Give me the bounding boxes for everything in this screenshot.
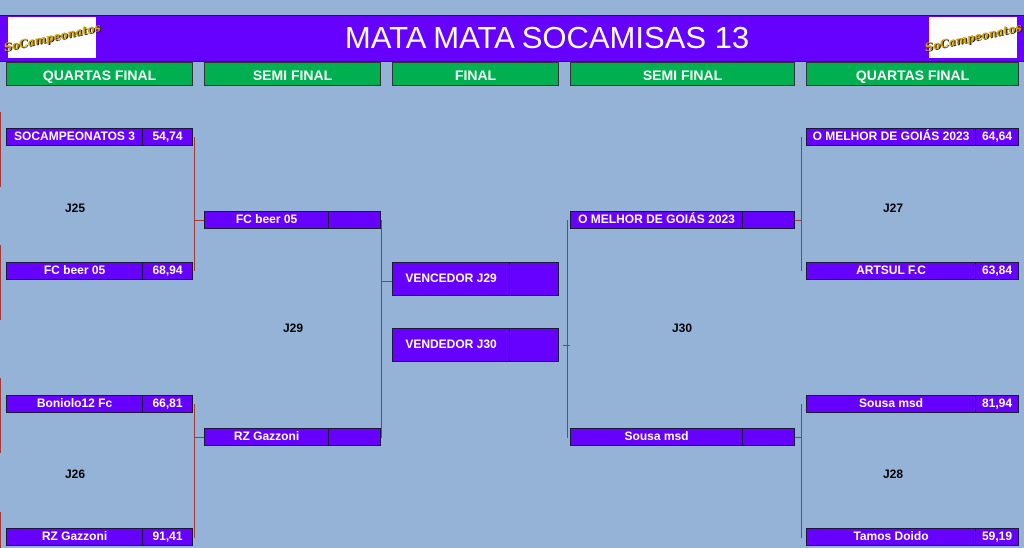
match-slot: O MELHOR DE GOIÁS 2023 <box>570 211 795 229</box>
connector <box>795 437 801 438</box>
game-label-j26: J26 <box>65 467 86 481</box>
connector <box>194 437 204 438</box>
match-slot: Boniolo12 Fc 66,81 <box>6 395 193 413</box>
team-score: 68,94 <box>142 263 192 279</box>
connector <box>0 112 1 187</box>
game-label-j30: J30 <box>672 321 693 335</box>
team-score: 66,81 <box>142 396 192 412</box>
team-name: Sousa msd <box>858 396 924 410</box>
connector <box>567 220 568 438</box>
title-banner <box>0 15 1024 62</box>
game-label-j28: J28 <box>883 467 904 481</box>
match-slot: Sousa msd <box>570 428 795 446</box>
team-name: O MELHOR DE GOIÁS 2023 <box>812 129 970 143</box>
page-title: MATA MATA SOCAMISAS 13 <box>344 20 750 55</box>
team-name: RZ Gazzoni <box>41 529 108 543</box>
team-score: 64,64 <box>975 129 1018 145</box>
match-slot: RZ Gazzoni 91,41 <box>6 528 193 546</box>
team-name: RZ Gazzoni <box>233 429 300 443</box>
team-score: 59,19 <box>975 529 1018 545</box>
team-name: ARTSUL F.C <box>856 263 926 277</box>
team-score <box>328 429 380 445</box>
match-slot: SOCAMPEONATOS 3 54,74 <box>6 128 193 146</box>
match-slot: FC beer 05 <box>204 211 381 229</box>
final-slot: VENCEDOR J29 <box>392 262 559 296</box>
game-label-j27: J27 <box>883 201 904 215</box>
game-label-j25: J25 <box>65 201 86 215</box>
team-name: Boniolo12 Fc <box>36 396 113 410</box>
stage-final: FINAL <box>392 62 559 86</box>
connector <box>0 245 1 320</box>
connector <box>795 220 801 221</box>
stage-quarters-left: QUARTAS FINAL <box>6 62 193 86</box>
team-score: 81,94 <box>975 396 1018 412</box>
team-name: Tamos Doido <box>853 529 929 543</box>
team-score: 63,84 <box>975 263 1018 279</box>
logo-right: SoCampeonatos <box>923 17 1023 58</box>
team-score: 54,74 <box>142 129 192 145</box>
connector <box>801 404 802 538</box>
connector <box>0 378 1 453</box>
match-slot: RZ Gazzoni <box>204 428 381 446</box>
team-score <box>742 429 794 445</box>
team-score: 91,41 <box>142 529 192 545</box>
connector <box>381 281 392 282</box>
stage-quarters-right: QUARTAS FINAL <box>806 62 1019 86</box>
connector <box>194 220 204 221</box>
match-slot: FC beer 05 68,94 <box>6 262 193 280</box>
connector <box>381 220 382 438</box>
team-name: SOCAMPEONATOS 3 <box>14 129 135 143</box>
team-score <box>742 212 794 228</box>
connector <box>0 512 1 548</box>
team-name: VENCEDOR J29 <box>405 271 497 285</box>
game-label-j29: J29 <box>283 321 304 335</box>
stage-semi-left: SEMI FINAL <box>204 62 381 86</box>
match-slot: Tamos Doido 59,19 <box>806 528 1019 546</box>
match-slot: ARTSUL F.C 63,84 <box>806 262 1019 280</box>
team-name: O MELHOR DE GOIÁS 2023 <box>578 212 735 226</box>
team-score <box>509 329 558 361</box>
stage-semi-right: SEMI FINAL <box>570 62 795 86</box>
team-name: FC beer 05 <box>43 263 106 277</box>
team-name: Sousa msd <box>624 429 689 443</box>
team-score <box>509 263 558 295</box>
logo-left: SoCampeonatos <box>2 17 102 58</box>
match-slot: Sousa msd 81,94 <box>806 395 1019 413</box>
match-slot: O MELHOR DE GOIÁS 2023 64,64 <box>806 128 1019 146</box>
team-name: FC beer 05 <box>235 212 298 226</box>
connector <box>801 137 802 271</box>
connector <box>194 137 195 271</box>
team-score <box>328 212 380 228</box>
connector <box>563 345 570 346</box>
team-name: VENDEDOR J30 <box>405 337 497 351</box>
final-slot: VENDEDOR J30 <box>392 328 559 362</box>
connector <box>194 404 195 538</box>
